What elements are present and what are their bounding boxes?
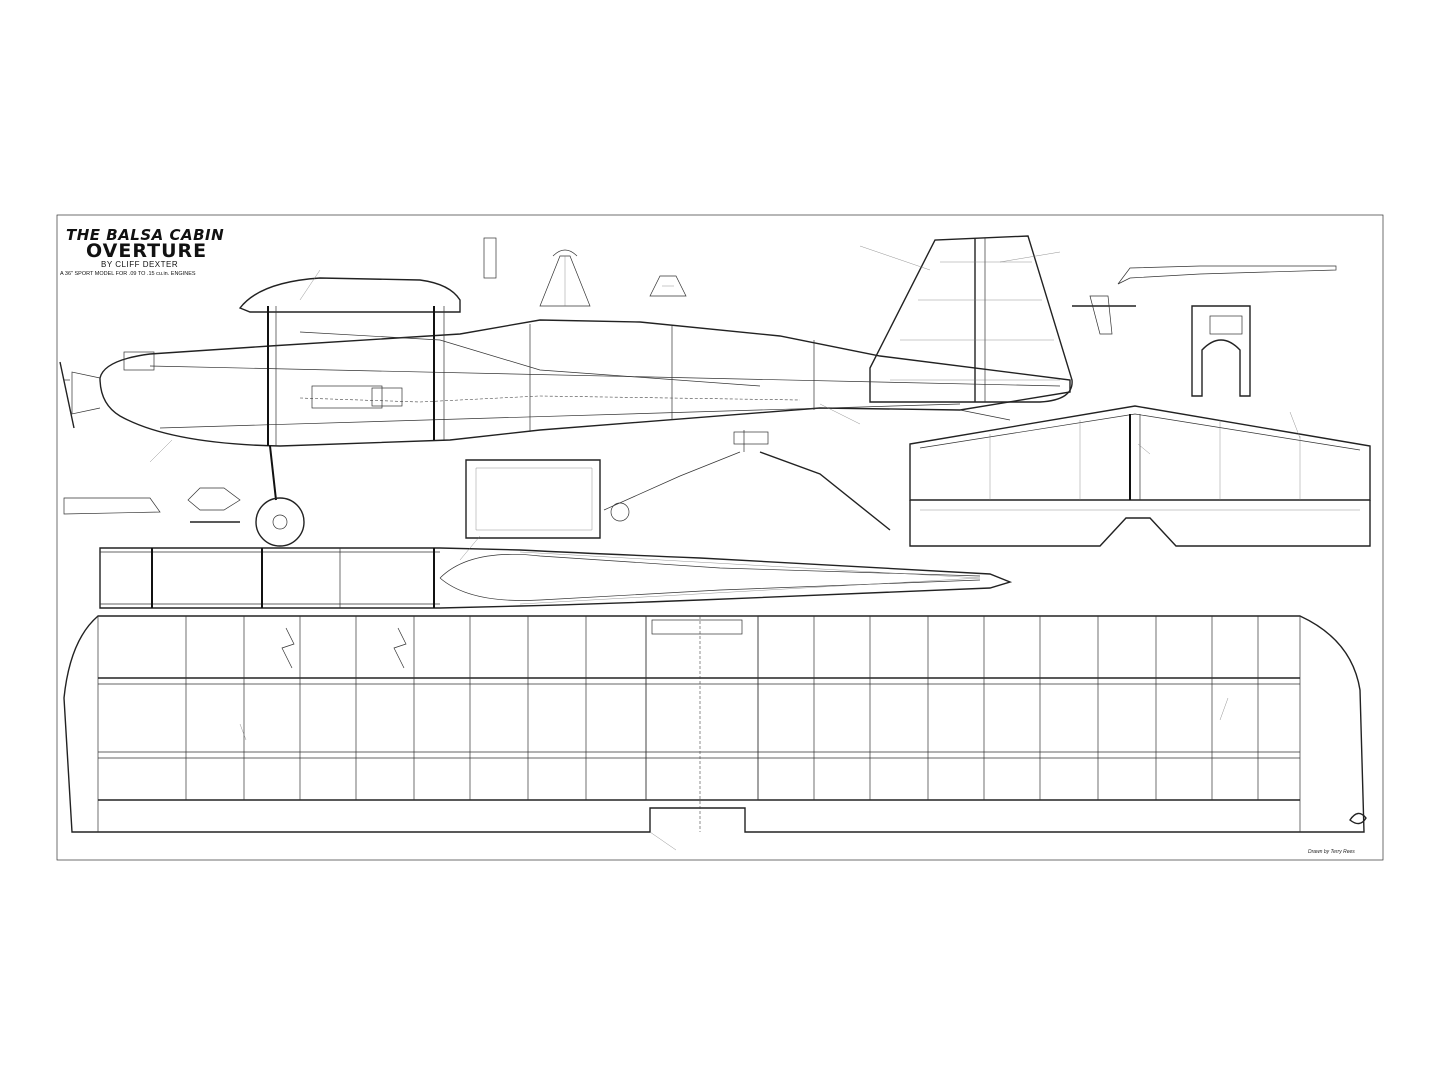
fuselage-side-view bbox=[59, 277, 1071, 547]
title-block: THE BALSA CABIN OVERTURE BY CLIFF DEXTER… bbox=[60, 226, 224, 277]
publisher-logo-icon bbox=[1349, 812, 1367, 825]
drawn-by-credit: Drawn by Terry Rees bbox=[1308, 849, 1355, 855]
fuselage-details bbox=[63, 430, 891, 539]
plan-author: BY CLIFF DEXTER bbox=[101, 260, 178, 269]
wing-plan-view bbox=[63, 615, 1365, 851]
plan-border bbox=[56, 214, 1384, 861]
plan-title-line1: THE BALSA CABIN bbox=[66, 226, 224, 244]
fin-and-rudder bbox=[869, 235, 1073, 403]
top-section-details bbox=[483, 237, 1337, 397]
plan-title-line2: OVERTURE bbox=[86, 240, 207, 262]
wing-ribs bbox=[185, 616, 1259, 800]
plan-subtitle: A 36" SPORT MODEL FOR .09 TO .15 cu.in. … bbox=[60, 271, 196, 277]
annotation-leaders bbox=[149, 245, 1301, 741]
tailplane-plan-view bbox=[909, 405, 1371, 547]
fuselage-plan-view bbox=[99, 547, 1013, 609]
